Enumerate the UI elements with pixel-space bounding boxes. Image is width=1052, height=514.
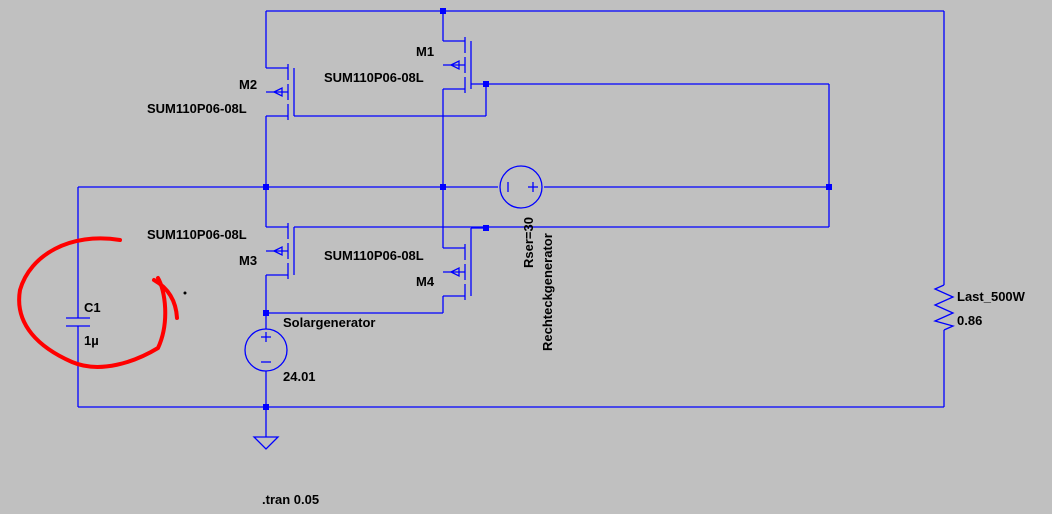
mosfet-m2[interactable] — [266, 64, 295, 120]
stray-dot — [183, 291, 187, 295]
load-value: 0.86 — [957, 313, 982, 328]
wires — [77, 10, 945, 437]
square-name: Rechteckgenerator — [540, 233, 555, 351]
solar-name: Solargenerator — [283, 315, 375, 330]
m1-model: SUM110P06-08L — [324, 70, 424, 85]
c1-value: 1µ — [84, 333, 99, 348]
m1-name: M1 — [416, 44, 434, 59]
square-wave-source[interactable] — [499, 165, 543, 209]
red-circle-annotation — [17, 236, 179, 369]
m3-name: M3 — [239, 253, 257, 268]
square-param: Rser=30 — [521, 217, 536, 268]
ground-symbol — [252, 436, 280, 450]
m3-model: SUM110P06-08L — [147, 227, 247, 242]
load-resistor[interactable] — [933, 284, 955, 331]
mosfet-m3[interactable] — [266, 223, 295, 279]
mosfet-m4[interactable] — [443, 228, 472, 300]
c1-name: C1 — [84, 300, 101, 315]
m2-name: M2 — [239, 77, 257, 92]
m4-model: SUM110P06-08L — [324, 248, 424, 263]
junction-dots — [263, 8, 832, 410]
capacitor-c1[interactable] — [66, 317, 90, 327]
tran-directive: .tran 0.05 — [262, 492, 319, 507]
mosfet-m1[interactable] — [443, 37, 472, 93]
solar-voltage-source[interactable] — [244, 328, 288, 372]
load-name: Last_500W — [957, 289, 1026, 304]
m4-name: M4 — [416, 274, 435, 289]
solar-value: 24.01 — [283, 369, 316, 384]
m2-model: SUM110P06-08L — [147, 101, 247, 116]
